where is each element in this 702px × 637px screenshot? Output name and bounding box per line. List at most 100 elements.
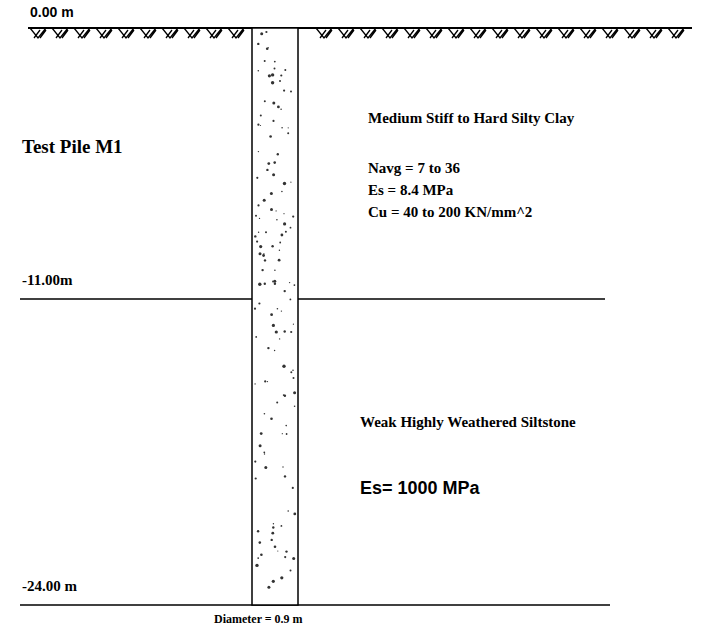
- aggregate-dot: [280, 109, 282, 111]
- aggregate-dot: [285, 550, 287, 552]
- aggregate-dot: [255, 215, 257, 217]
- aggregate-dot: [281, 234, 284, 237]
- aggregate-dot: [274, 350, 275, 351]
- aggregate-dot: [268, 74, 271, 77]
- aggregate-dot: [257, 204, 259, 206]
- aggregate-dot: [272, 173, 275, 176]
- aggregate-dot: [283, 213, 284, 214]
- aggregate-dot: [284, 330, 286, 332]
- aggregate-dot: [265, 31, 267, 33]
- aggregate-dot: [271, 245, 273, 247]
- aggregate-dot: [274, 61, 276, 63]
- aggregate-dot: [290, 227, 292, 229]
- aggregate-dot: [277, 550, 278, 551]
- aggregate-dot: [262, 254, 265, 257]
- aggregate-dot: [267, 381, 268, 382]
- aggregate-dot: [254, 235, 256, 237]
- hatch-mark: [536, 28, 552, 38]
- aggregate-dot: [281, 310, 282, 311]
- aggregate-dot: [257, 43, 259, 45]
- aggregate-dot: [274, 269, 276, 271]
- aggregate-dot: [263, 199, 266, 202]
- aggregate-dot: [258, 151, 259, 152]
- aggregate-dot: [259, 245, 262, 248]
- aggregate-dot: [292, 370, 294, 372]
- aggregate-dot: [270, 418, 273, 421]
- aggregate-dot: [257, 124, 259, 126]
- aggregate-dot: [276, 219, 278, 221]
- aggregate-dot: [257, 557, 259, 559]
- hatch-mark: [140, 28, 156, 38]
- hatch-mark: [668, 28, 684, 38]
- aggregate-dot: [274, 546, 277, 549]
- aggregate-dot: [290, 299, 292, 301]
- aggregate-dot: [288, 127, 289, 128]
- aggregate-dot: [285, 231, 287, 233]
- aggregate-dot: [270, 313, 273, 316]
- hatch-mark: [646, 28, 662, 38]
- aggregate-dot: [260, 553, 263, 556]
- aggregate-dot: [271, 81, 274, 84]
- aggregate-dot: [254, 461, 256, 463]
- aggregate-dot: [265, 231, 267, 233]
- hatch-mark: [580, 28, 596, 38]
- aggregate-dot: [258, 70, 260, 72]
- aggregate-dot: [290, 371, 292, 373]
- hatch-mark: [118, 28, 134, 38]
- aggregate-dot: [290, 570, 292, 572]
- aggregate-dot: [261, 269, 263, 271]
- pile-toe-line: [20, 604, 610, 606]
- aggregate-dot: [287, 510, 289, 512]
- aggregate-dot: [272, 526, 274, 528]
- aggregate-dot: [284, 556, 286, 558]
- aggregate-dot: [294, 284, 296, 286]
- aggregate-dot: [259, 252, 262, 255]
- aggregate-dot: [279, 338, 280, 339]
- aggregate-dot: [264, 283, 266, 285]
- aggregate-dot: [260, 432, 263, 435]
- aggregate-dot: [255, 477, 257, 479]
- aggregate-dot: [284, 69, 286, 71]
- aggregate-dot: [264, 259, 266, 261]
- aggregate-dot: [272, 120, 274, 122]
- aggregate-dot: [256, 177, 258, 179]
- aggregate-dot: [258, 232, 259, 233]
- aggregate-dot: [293, 391, 296, 394]
- hatch-mark: [470, 28, 486, 38]
- aggregate-dot: [284, 290, 286, 292]
- aggregate-dot: [260, 115, 262, 117]
- aggregate-dot: [292, 216, 294, 218]
- hatch-mark: [426, 28, 442, 38]
- aggregate-dot: [277, 308, 279, 310]
- aggregate-dot: [289, 282, 290, 283]
- layer-boundary: [20, 298, 605, 300]
- hatch-mark: [184, 28, 200, 38]
- aggregate-dot: [281, 127, 283, 129]
- hatch-mark: [338, 28, 354, 38]
- aggregate-dot: [271, 73, 274, 76]
- layer-name: Weak Highly Weathered Siltstone: [360, 414, 576, 431]
- aggregate-dot: [272, 324, 275, 327]
- aggregate-dot: [273, 523, 274, 524]
- pile-name: Test Pile M1: [22, 136, 123, 158]
- aggregate-dot: [284, 395, 286, 397]
- aggregate-dot: [267, 347, 269, 349]
- aggregate-dot: [280, 74, 282, 76]
- aggregate-dot: [272, 281, 274, 283]
- aggregate-dot: [264, 100, 266, 102]
- aggregate-dot: [259, 218, 260, 219]
- aggregate-dot: [282, 365, 285, 368]
- aggregate-dot: [290, 182, 291, 183]
- aggregate-dot: [293, 377, 295, 379]
- aggregate-dot: [255, 336, 257, 338]
- aggregate-dot: [281, 191, 283, 193]
- aggregate-dot: [255, 564, 258, 567]
- aggregate-dot: [270, 208, 273, 211]
- hatch-mark: [492, 28, 508, 38]
- soil-property: Cu = 40 to 200 KN/mm^2: [368, 204, 532, 221]
- hatch-mark: [624, 28, 640, 38]
- aggregate-dot: [281, 525, 283, 527]
- aggregate-dot: [267, 162, 270, 165]
